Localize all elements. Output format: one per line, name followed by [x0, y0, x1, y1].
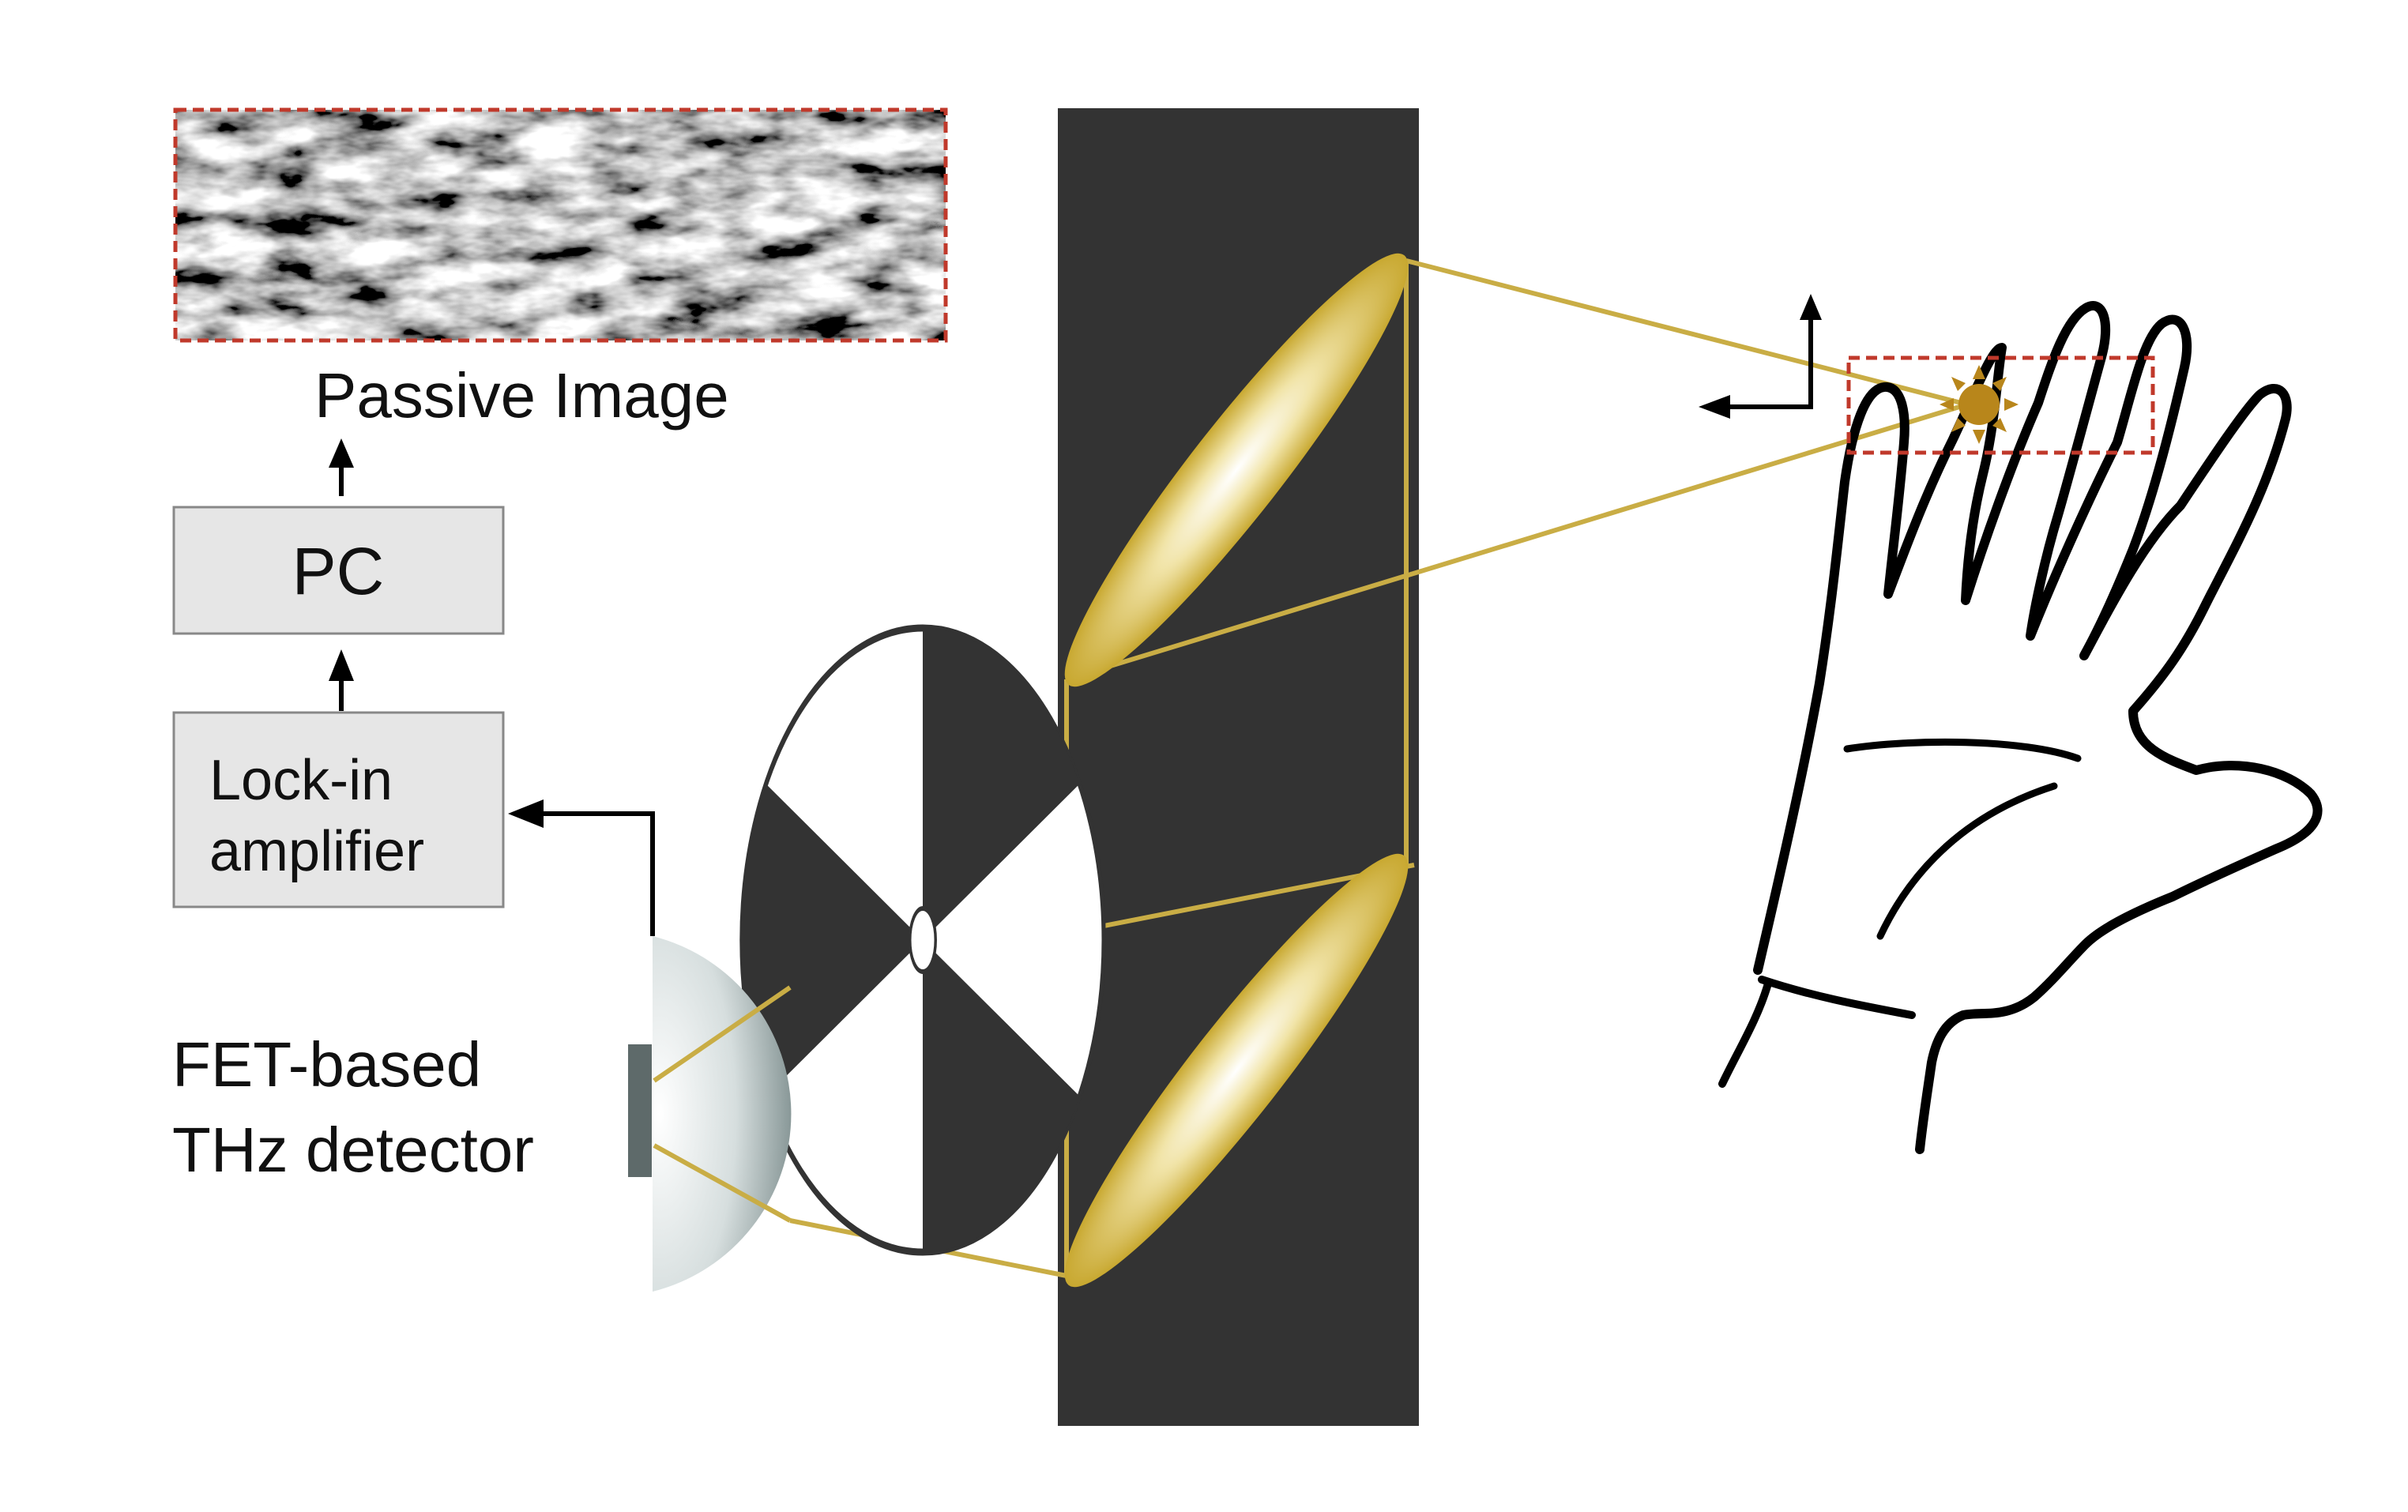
hand-icon: [1718, 301, 2323, 1154]
arrow-pc-to-image: [329, 438, 354, 496]
lens-beam: [653, 985, 792, 1223]
scan-direction-arrows: [1699, 294, 1822, 419]
chopper-wheel-icon: [739, 624, 1106, 1256]
detector-label-line2: THz detector: [172, 1115, 534, 1185]
pc-label: PC: [292, 534, 385, 608]
detector-label-line1: FET-based: [172, 1029, 481, 1100]
lockin-label-line2: amplifier: [209, 820, 424, 883]
lockin-amplifier-box: [172, 711, 505, 908]
scan-focus-box: [1846, 355, 2155, 455]
thz-detector-chip: [628, 1044, 652, 1177]
sun-icon: [1940, 365, 2019, 444]
lockin-label-line1: Lock-in: [209, 749, 393, 812]
arrow-lockin-to-pc: [329, 649, 354, 711]
lower-parabolic-mirror: [1064, 853, 1409, 1288]
passive-image-label: Passive Image: [314, 360, 729, 431]
passive-image: [173, 107, 948, 343]
passive-image-frame: [173, 107, 948, 343]
arrow-detector-to-lockin: [508, 799, 655, 936]
pc-box: [172, 506, 505, 635]
upper-parabolic-mirror: [1064, 253, 1409, 687]
